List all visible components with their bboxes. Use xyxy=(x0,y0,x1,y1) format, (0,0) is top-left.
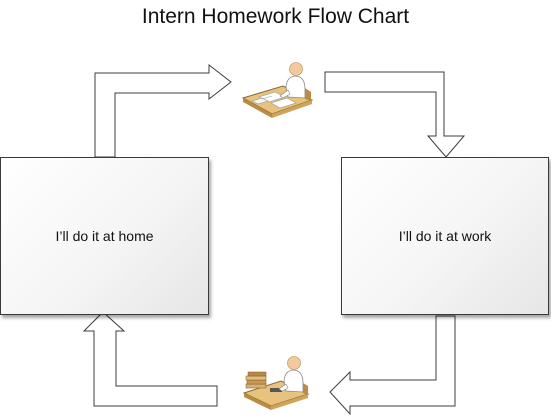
arrow-work-to-desk xyxy=(329,315,456,416)
arrow-desk-to-work xyxy=(324,71,466,158)
arrow-desk-to-home xyxy=(82,311,218,407)
node-work-label: I’ll do it at work xyxy=(398,228,492,244)
node-home: I’ll do it at home xyxy=(0,157,209,315)
diagram-title: Intern Homework Flow Chart xyxy=(141,5,410,28)
person-working-at-desk-icon xyxy=(241,62,314,118)
arrow-home-to-desk xyxy=(94,63,232,158)
person-at-desk-with-book-stack-icon xyxy=(242,356,310,410)
node-home-label: I’ll do it at home xyxy=(55,228,154,244)
node-work: I’ll do it at work xyxy=(341,157,549,315)
